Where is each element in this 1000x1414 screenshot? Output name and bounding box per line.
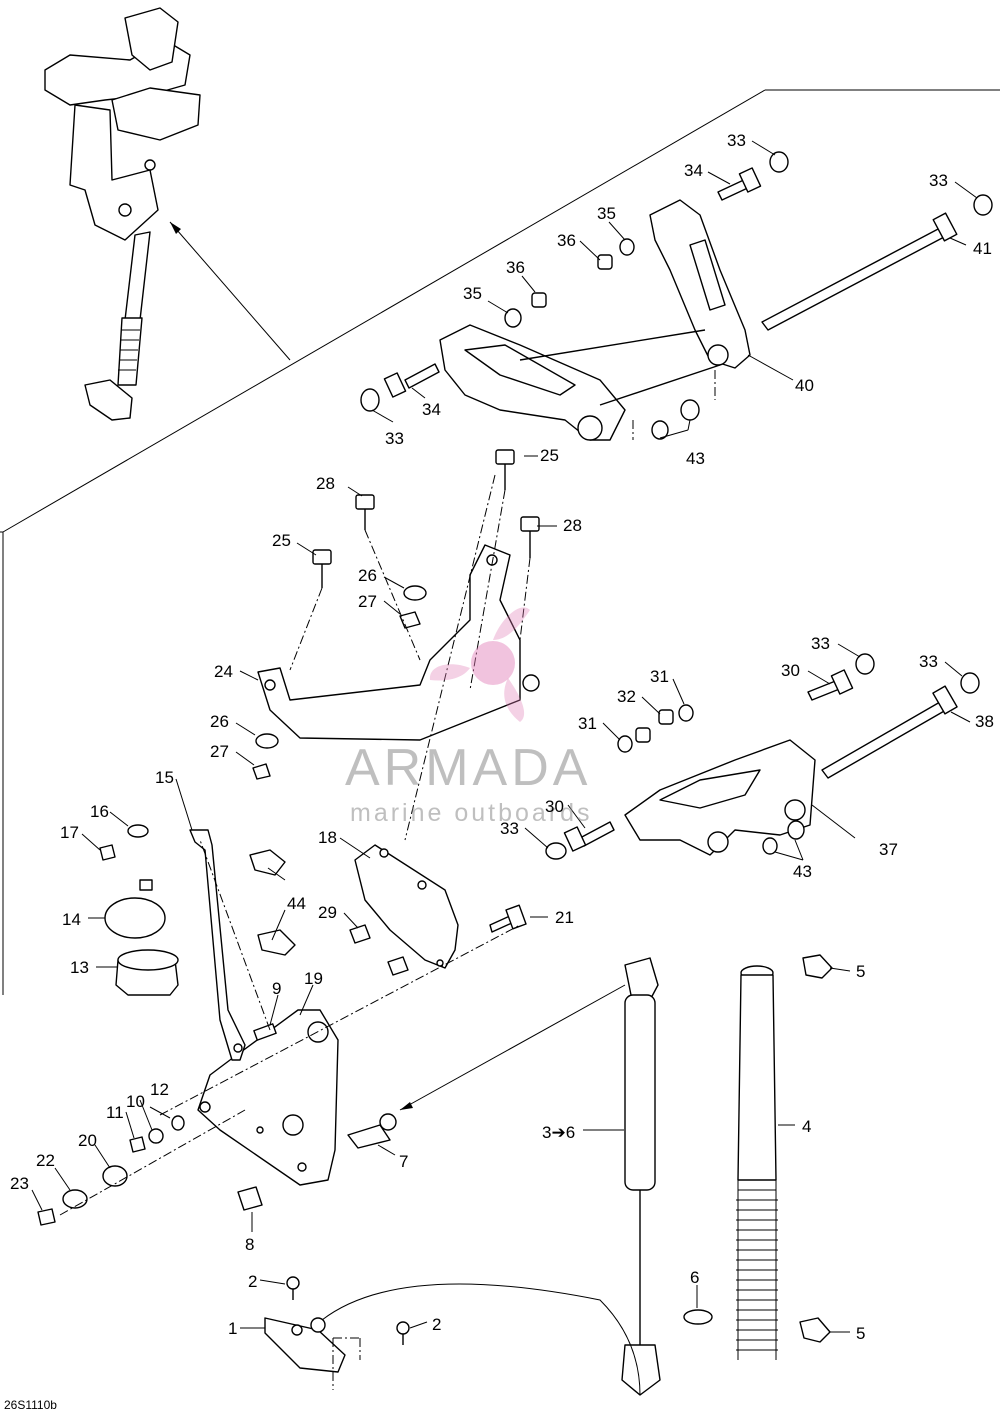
callout-3-6: 3➔6 xyxy=(542,1123,575,1142)
reference-code: 26S1110b xyxy=(4,1398,57,1412)
callout-34: 34 xyxy=(422,400,441,419)
callout-9: 9 xyxy=(272,979,281,998)
frame-lines xyxy=(0,89,1000,995)
callout-36: 36 xyxy=(506,258,525,277)
link-rod-hardware xyxy=(37,824,521,1226)
callout-4: 4 xyxy=(802,1117,811,1136)
callout-35: 35 xyxy=(597,204,616,223)
callout-38: 38 xyxy=(975,712,994,731)
watermark-subtitle: marine outboards xyxy=(350,799,593,827)
callout-labels: 1 2 2 3➔6 4 5 5 6 7 8 9 10 11 12 13 14 1… xyxy=(10,131,994,1343)
callout-33: 33 xyxy=(919,652,938,671)
callout-17: 17 xyxy=(60,823,79,842)
gas-spring-assembly xyxy=(104,849,833,1396)
callout-5: 5 xyxy=(856,962,865,981)
callout-10: 10 xyxy=(126,1092,145,1111)
callout-2: 2 xyxy=(248,1272,257,1291)
callout-18: 18 xyxy=(318,828,337,847)
callout-5: 5 xyxy=(856,1324,865,1343)
callout-23: 23 xyxy=(10,1174,29,1193)
callout-11: 11 xyxy=(106,1103,124,1122)
support-brackets xyxy=(197,844,527,1186)
callout-43: 43 xyxy=(686,449,705,468)
callout-12: 12 xyxy=(150,1080,169,1099)
callout-25: 25 xyxy=(540,446,559,465)
callout-13: 13 xyxy=(70,958,89,977)
callout-33: 33 xyxy=(385,429,404,448)
callout-8: 8 xyxy=(245,1235,254,1254)
callout-31: 31 xyxy=(650,667,669,686)
callout-22: 22 xyxy=(36,1151,55,1170)
callout-29: 29 xyxy=(318,903,337,922)
callout-28: 28 xyxy=(316,474,335,493)
callout-20: 20 xyxy=(78,1131,97,1150)
callout-25: 25 xyxy=(272,531,291,550)
callout-34: 34 xyxy=(684,161,703,180)
callout-30: 30 xyxy=(545,797,564,816)
steering-plate xyxy=(252,449,540,841)
callout-21: 21 xyxy=(555,908,574,927)
callout-40: 40 xyxy=(795,376,814,395)
callout-36: 36 xyxy=(557,231,576,250)
upper-swivel-bracket xyxy=(360,151,993,441)
callout-24: 24 xyxy=(214,662,233,681)
lower-swivel-bracket xyxy=(545,653,980,860)
callout-15: 15 xyxy=(155,768,174,787)
callout-26: 26 xyxy=(210,712,229,731)
callout-31: 31 xyxy=(578,714,597,733)
callout-35: 35 xyxy=(463,284,482,303)
assembly-overview xyxy=(44,7,291,421)
callout-1: 1 xyxy=(228,1319,237,1338)
callout-33: 33 xyxy=(811,634,830,653)
callout-37: 37 xyxy=(879,840,898,859)
watermark-logo: ARMADA marine outboards xyxy=(345,607,593,827)
watermark-title: ARMADA xyxy=(345,739,591,797)
callout-27: 27 xyxy=(210,742,229,761)
callout-2: 2 xyxy=(432,1315,441,1334)
callout-44: 44 xyxy=(287,894,306,913)
callout-33: 33 xyxy=(500,819,519,838)
callout-27: 27 xyxy=(358,592,377,611)
callout-32: 32 xyxy=(617,687,636,706)
callout-33: 33 xyxy=(929,171,948,190)
callout-14: 14 xyxy=(62,910,81,929)
callout-6: 6 xyxy=(690,1268,699,1287)
callout-16: 16 xyxy=(90,802,109,821)
callout-26: 26 xyxy=(358,566,377,585)
callout-leaders xyxy=(31,140,978,1333)
callout-28: 28 xyxy=(563,516,582,535)
callout-19: 19 xyxy=(304,969,323,988)
callout-33: 33 xyxy=(727,131,746,150)
callout-43: 43 xyxy=(793,862,812,881)
callout-41: 41 xyxy=(973,239,992,258)
callout-30: 30 xyxy=(781,661,800,680)
callout-7: 7 xyxy=(399,1152,408,1171)
